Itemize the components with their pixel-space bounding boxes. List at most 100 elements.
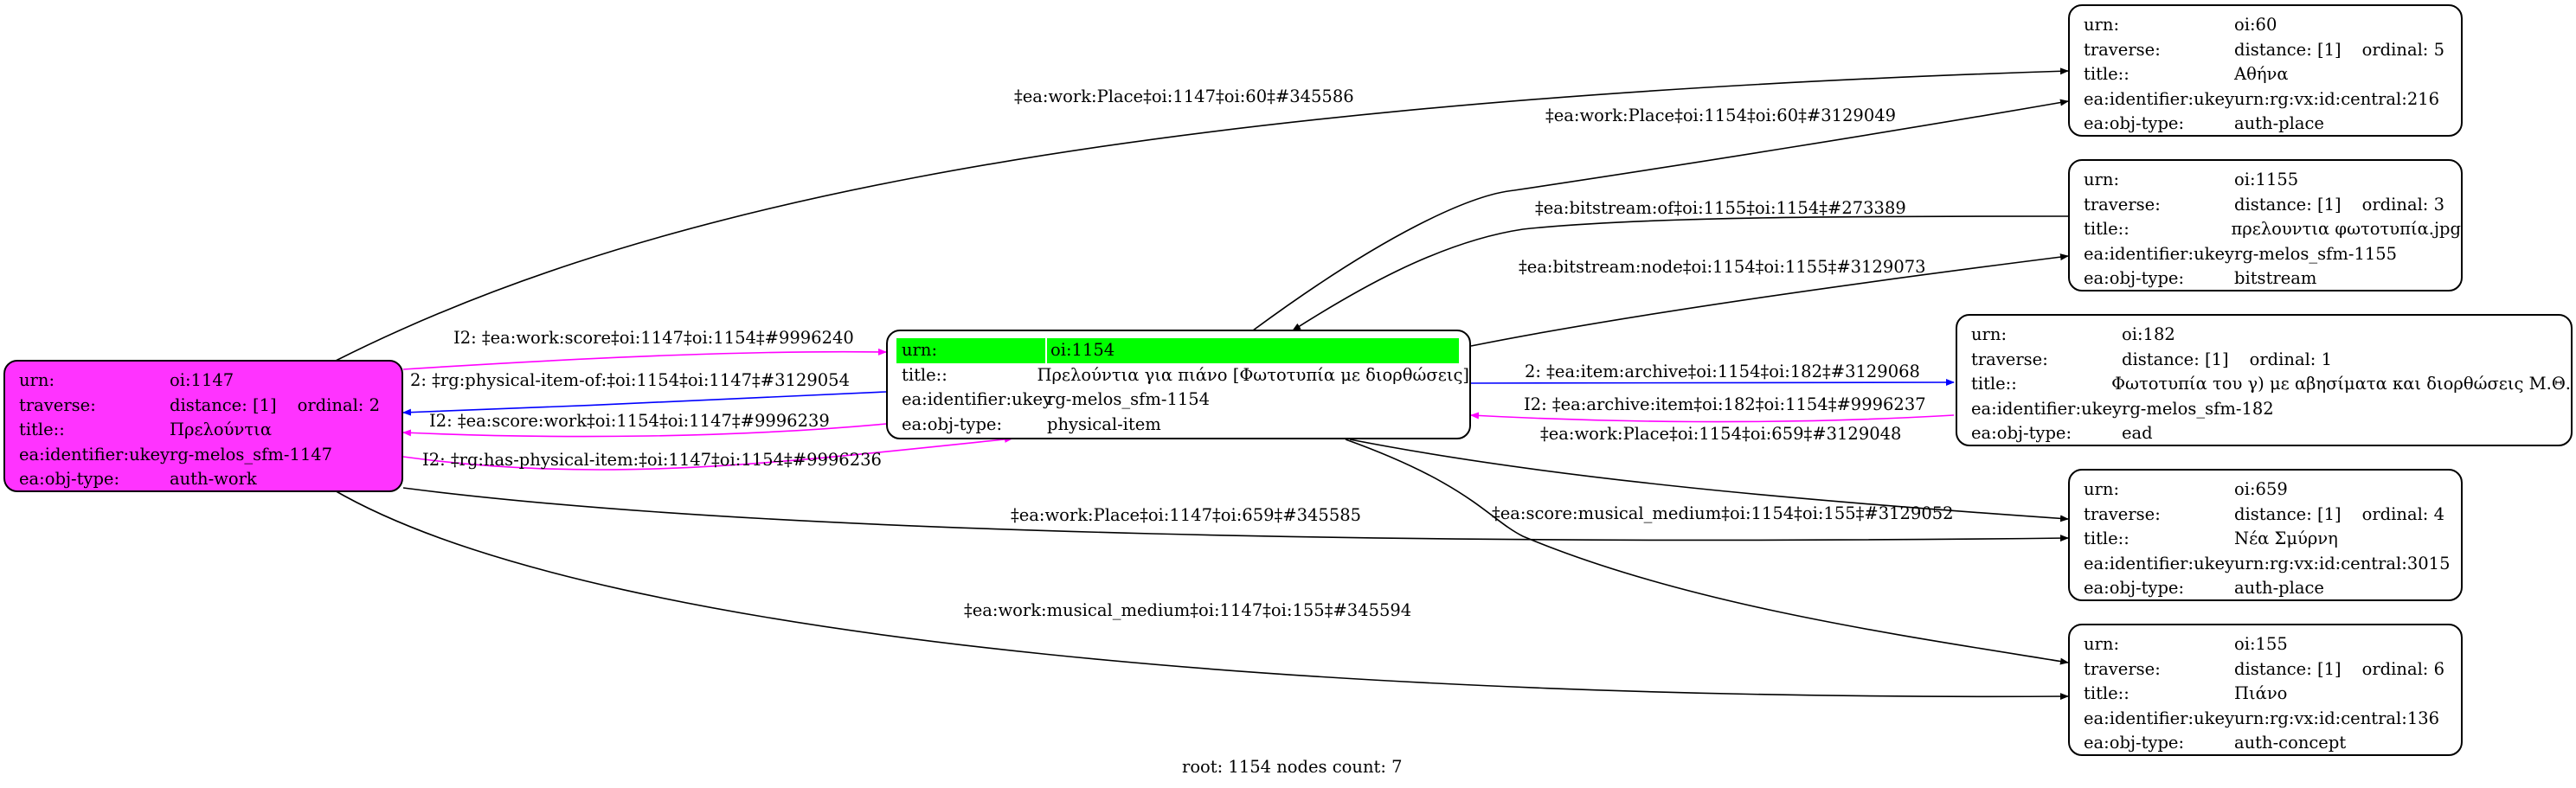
- node-row: ea:obj-type:bitstream: [2084, 266, 2461, 291]
- node-row: title::Φωτοτυπία του γ) με αβησίματα και…: [1971, 372, 2571, 397]
- edge-1147-to-155: [332, 489, 2069, 701]
- edge-label: ‡ea:work:Place‡oi:1147‡oi:60‡#345586: [1014, 86, 1354, 106]
- row-value: distance: [1]: [2234, 39, 2342, 60]
- edge-label: I2: ‡rg:has-physical-item:‡oi:1147‡oi:11…: [422, 450, 882, 470]
- node-row: title::Πρελούντια: [19, 418, 401, 443]
- row-key: ea:identifier:ukey: [2084, 708, 2234, 728]
- node-oi-182[interactable]: urn:oi:182 traverse:distance: [1]ordinal…: [1956, 314, 2573, 446]
- node-row: ea:obj-type:auth-place: [2084, 112, 2461, 137]
- node-row: ea:obj-type: ead: [1971, 421, 2571, 446]
- row-value: distance: [1]: [2234, 503, 2342, 524]
- row-value: ead: [2122, 423, 2153, 443]
- node-oi-1147[interactable]: urn:oi:1147 traverse:distance: [1]ordina…: [3, 360, 403, 492]
- edge-1154-to-60: [1252, 99, 2069, 331]
- node-row: traverse:distance: [1]ordinal: 1: [1971, 348, 2571, 373]
- node-row: traverse:distance: [1]ordinal: 2: [19, 394, 401, 419]
- row-value: rg-melos_sfm-1147: [170, 444, 333, 464]
- node-oi-155[interactable]: urn:oi:155 traverse:distance: [1]ordinal…: [2068, 624, 2463, 756]
- node-row: urn:oi:1155: [2084, 168, 2461, 193]
- row-ordinal: ordinal: 1: [2249, 349, 2332, 369]
- row-key: title::: [2084, 529, 2130, 548]
- node-row: title::πρελουντια φωτοτυπία.jpg: [2084, 217, 2461, 242]
- row-key: title::: [2084, 683, 2130, 703]
- row-value: Φωτοτυπία του γ) με αβησίματα και διορθώ…: [2111, 374, 2571, 394]
- node-oi-1154[interactable]: urn:oi:1154 title::Πρελούντια για πιάνο …: [886, 330, 1471, 439]
- row-value: Αθήνα: [2234, 64, 2289, 84]
- row-key: ea:obj-type:: [1971, 423, 2072, 443]
- row-value: urn:rg:vx:id:central:3015: [2234, 553, 2451, 573]
- edge-label: ‡ea:work:Place‡oi:1154‡oi:659‡#3129048: [1540, 424, 1902, 444]
- node-row: traverse:distance: [1]ordinal: 5: [2084, 38, 2461, 63]
- edge-label: ‡ea:work:Place‡oi:1154‡oi:60‡#3129049: [1545, 106, 1897, 125]
- edge-1154-to-1155: [1470, 253, 2069, 347]
- row-key: title::: [19, 420, 65, 439]
- row-key: urn:: [2084, 170, 2120, 189]
- edge-label: I2: ‡ea:score:work‡oi:1154‡oi:1147‡#9996…: [429, 411, 830, 431]
- row-key: ea:obj-type:: [902, 413, 1003, 434]
- row-value: distance: [1]: [2234, 194, 2342, 215]
- row-key: ea:identifier:ukey: [19, 444, 170, 464]
- row-value: rg-melos_sfm-1155: [2234, 243, 2398, 264]
- row-value: distance: [1]: [2234, 658, 2342, 679]
- node-row: urn:oi:60: [2084, 13, 2461, 38]
- edge-1147-to-1154-score: [402, 348, 887, 370]
- node-row: ea:obj-type:auth-concept: [2084, 731, 2461, 756]
- edge-1154-to-182: [1470, 379, 1955, 387]
- row-ordinal: ordinal: 6: [2361, 658, 2444, 679]
- edge-1154-to-1147-work: [402, 423, 887, 438]
- row-value: auth-place: [2234, 578, 2324, 598]
- row-value: rg-melos_sfm-182: [2122, 398, 2274, 419]
- row-key: traverse:: [1971, 349, 2048, 369]
- node-row: traverse: distance: [1] ordinal: 4: [2084, 503, 2461, 528]
- row-key: title::: [2084, 219, 2130, 239]
- row-value: oi:1147: [170, 370, 234, 390]
- edge-label: ‡ea:bitstream:of‡oi:1155‡oi:1154‡#273389: [1535, 198, 1906, 218]
- edge-1147-to-60: [335, 67, 2069, 362]
- row-ordinal: ordinal: 2: [297, 394, 380, 415]
- edge-label: I2: ‡ea:work:score‡oi:1147‡oi:1154‡#9996…: [453, 328, 854, 348]
- row-key: ea:identifier:ukey: [2084, 243, 2234, 264]
- row-key: traverse:: [2084, 39, 2161, 60]
- edge-label: 2: ‡ea:item:archive‡oi:1154‡oi:182‡#3129…: [1525, 362, 1920, 381]
- row-key: ea:identifier:ukey: [902, 389, 1052, 409]
- edge-label: ‡ea:score:musical_medium‡oi:1154‡oi:155‡…: [1492, 503, 1954, 523]
- node-row: urn:oi:155: [2084, 632, 2461, 657]
- node-oi-659[interactable]: urn: oi:659 traverse: distance: [1] ordinal…: [2068, 469, 2463, 601]
- node-row: urn:oi:182: [1971, 323, 2571, 348]
- row-ordinal: ordinal: 4: [2361, 503, 2444, 524]
- edge-label: ‡ea:work:Place‡oi:1147‡oi:659‡#345585: [1011, 505, 1362, 525]
- row-key: traverse:: [2084, 503, 2161, 524]
- node-row: title::Πιάνο: [2084, 682, 2461, 707]
- row-key: ea:identifier:ukey: [2084, 88, 2234, 109]
- row-value: physical-item: [1047, 413, 1161, 434]
- edge-label: ‡ea:work:musical_medium‡oi:1147‡oi:155‡#…: [964, 600, 1412, 620]
- graph-footer-caption: root: 1154 nodes count: 7: [1182, 757, 1403, 777]
- node-oi-1155[interactable]: urn:oi:1155 traverse: distance: [1] ordina…: [2068, 159, 2463, 291]
- node-row-highlight: urn:oi:1154: [896, 338, 1469, 363]
- row-key: urn:: [2084, 479, 2120, 499]
- row-key: ea:obj-type:: [2084, 733, 2185, 753]
- row-key: title::: [902, 364, 948, 385]
- edge-1147-to-1154-has-item: [402, 435, 1013, 471]
- row-key: traverse:: [2084, 194, 2161, 215]
- node-row: ea:obj-type: physical-item: [896, 413, 1469, 438]
- node-row: title::Νέα Σμύρνη: [2084, 527, 2461, 552]
- row-value: Πρελούντια για πιάνο [Φωτοτυπία με διορθ…: [1037, 364, 1469, 385]
- row-key: title::: [1971, 374, 2017, 394]
- row-value: πρελουντια φωτοτυπία.jpg: [2231, 219, 2461, 239]
- edge-1154-to-659: [1349, 439, 2069, 522]
- row-key: urn:: [2084, 15, 2120, 35]
- edge-label: ‡ea:bitstream:node‡oi:1154‡oi:1155‡#3129…: [1519, 257, 1926, 277]
- row-value: Πιάνο: [2234, 683, 2288, 703]
- row-value: distance: [1]: [170, 394, 277, 415]
- node-oi-60[interactable]: urn:oi:60 traverse:distance: [1]ordinal:…: [2068, 4, 2463, 137]
- row-value: oi:155: [2234, 634, 2288, 654]
- edge-1154-to-155: [1345, 439, 2069, 665]
- row-value: oi:659: [2234, 479, 2288, 499]
- row-ordinal: ordinal: 3: [2361, 194, 2444, 215]
- node-row: traverse:distance: [1]ordinal: 6: [2084, 657, 2461, 682]
